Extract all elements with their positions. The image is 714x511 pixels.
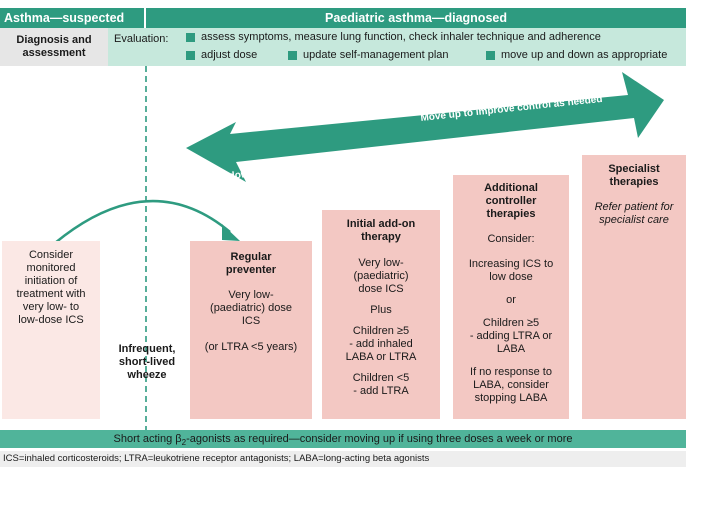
short-acting-bar: Short acting β2-agonists as required—con… <box>0 430 686 448</box>
curved-arrow-head <box>222 224 240 241</box>
diagnosed-header: Paediatric asthma—diagnosed <box>146 8 686 28</box>
evaluation-item: update self-management plan <box>288 49 449 61</box>
teal-square-icon <box>186 32 195 42</box>
evaluation-item: move up and down as appropriate <box>486 49 667 61</box>
teal-square-icon <box>486 50 495 60</box>
suspected-header: Asthma—suspected <box>0 8 144 28</box>
evaluation-item: assess symptoms, measure lung function, … <box>186 31 601 43</box>
evaluation-item: adjust dose <box>186 49 257 61</box>
move-up-down-arrow <box>186 72 664 182</box>
teal-square-icon <box>288 50 297 60</box>
abbreviations-note: ICS=inhaled corticosteroids; LTRA=leukot… <box>0 451 686 467</box>
diagnosis-label: Diagnosis and assessment <box>0 28 108 66</box>
curved-arrow <box>54 199 231 244</box>
evaluation-bar: Evaluation: assess symptoms, measure lun… <box>108 28 686 66</box>
evaluation-label: Evaluation: <box>114 33 169 45</box>
teal-square-icon <box>186 50 195 60</box>
